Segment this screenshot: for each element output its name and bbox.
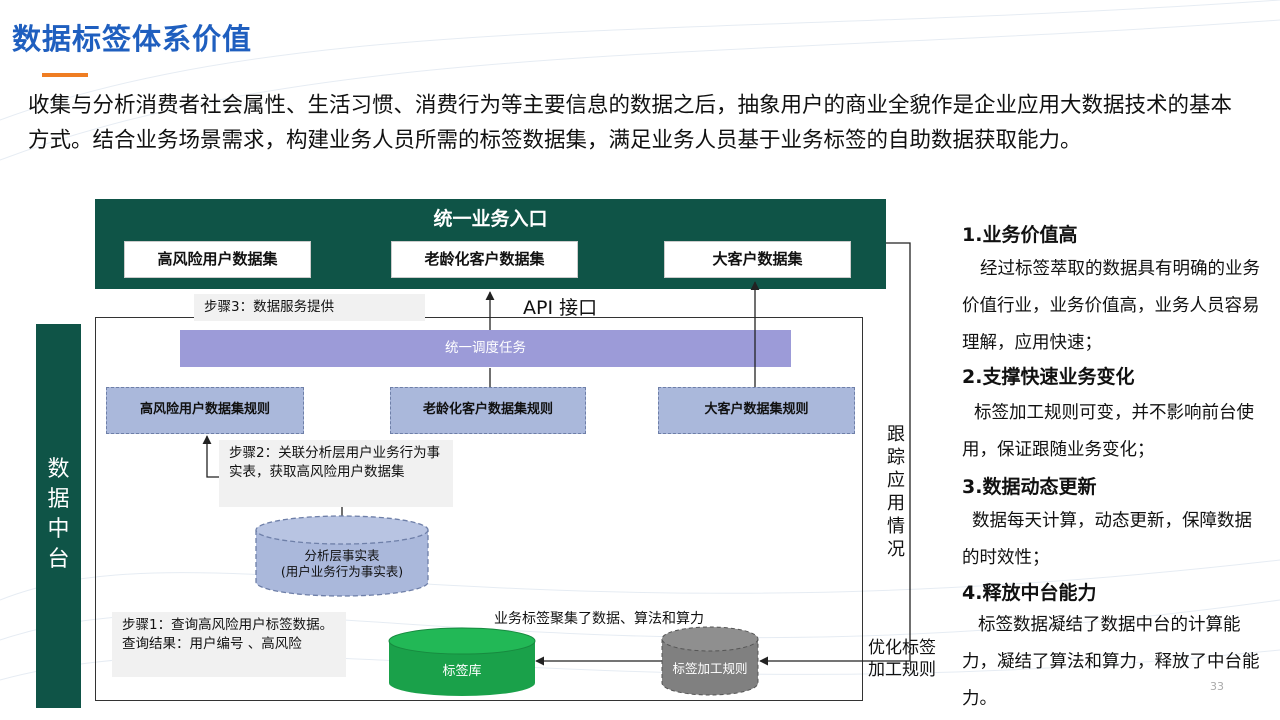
rule-key-account: 大客户数据集规则: [658, 387, 855, 434]
api-label: API 接口: [523, 297, 598, 319]
optimize-rules-label: 优化标签加工规则: [868, 638, 936, 680]
schedule-task-bar: 统一调度任务: [180, 330, 791, 367]
step1-query: 步骤1：查询高风险用户标签数据。: [122, 617, 334, 633]
rule-high-risk: 高风险用户数据集规则: [106, 387, 304, 434]
page-number: 33: [1210, 680, 1224, 693]
track-loop-arrow: [759, 242, 911, 666]
data-platform-frame: [95, 317, 863, 701]
value-heading-3: 3.数据动态更新: [962, 476, 1097, 498]
step1-result: 查询结果：用户编号 、高风险: [122, 636, 302, 652]
page-title: 数据标签体系价值: [12, 22, 253, 56]
value-heading-2: 2.支撑快速业务变化: [962, 366, 1135, 388]
dataset-high-risk: 高风险用户数据集: [124, 241, 311, 278]
tag-rules-cylinder: [661, 626, 759, 696]
value-heading-4: 4.释放中台能力: [962, 582, 1097, 604]
step3-note: 步骤3：数据服务提供: [194, 294, 425, 321]
step2-arrow: [202, 435, 219, 478]
rule-aging: 老龄化客户数据集规则: [390, 387, 586, 434]
track-usage-label: 跟踪应用情况: [887, 424, 905, 560]
title-underline: [42, 73, 88, 77]
dataset-aging: 老龄化客户数据集: [391, 241, 578, 278]
step2-note: 步骤2：关联分析层用户业务行为事实表，获取高风险用户数据集: [219, 440, 453, 507]
value-text-2: 标签加工规则可变，并不影响前台使用，保证跟随业务变化；: [962, 403, 1254, 460]
data-platform-label: 数据中台: [47, 457, 70, 572]
aggregate-caption: 业务标签聚集了数据、算法和算力: [494, 611, 704, 627]
value-text-1: 经过标签萃取的数据具有明确的业务价值行业，业务价值高，业务人员容易理解，应用快速…: [962, 259, 1260, 353]
unified-entry-title: 统一业务入口: [433, 208, 548, 230]
step1-note: 步骤1：查询高风险用户标签数据。 查询结果：用户编号 、高风险: [112, 612, 346, 677]
tag-store-cylinder: [388, 627, 536, 696]
fact-table-cylinder: [255, 515, 429, 597]
value-heading-1: 1.业务价值高: [962, 224, 1078, 246]
dataset-key-account: 大客户数据集: [664, 241, 851, 278]
data-platform-side-bar: [36, 324, 81, 708]
value-text-3: 数据每天计算，动态更新，保障数据的时效性；: [962, 511, 1252, 568]
intro-paragraph: 收集与分析消费者社会属性、生活习惯、消费行为等主要信息的数据之后，抽象用户的商业…: [28, 93, 1233, 153]
value-text-4: 标签数据凝结了数据中台的计算能力，凝结了算法和算力，释放了中台能力。: [962, 615, 1260, 709]
